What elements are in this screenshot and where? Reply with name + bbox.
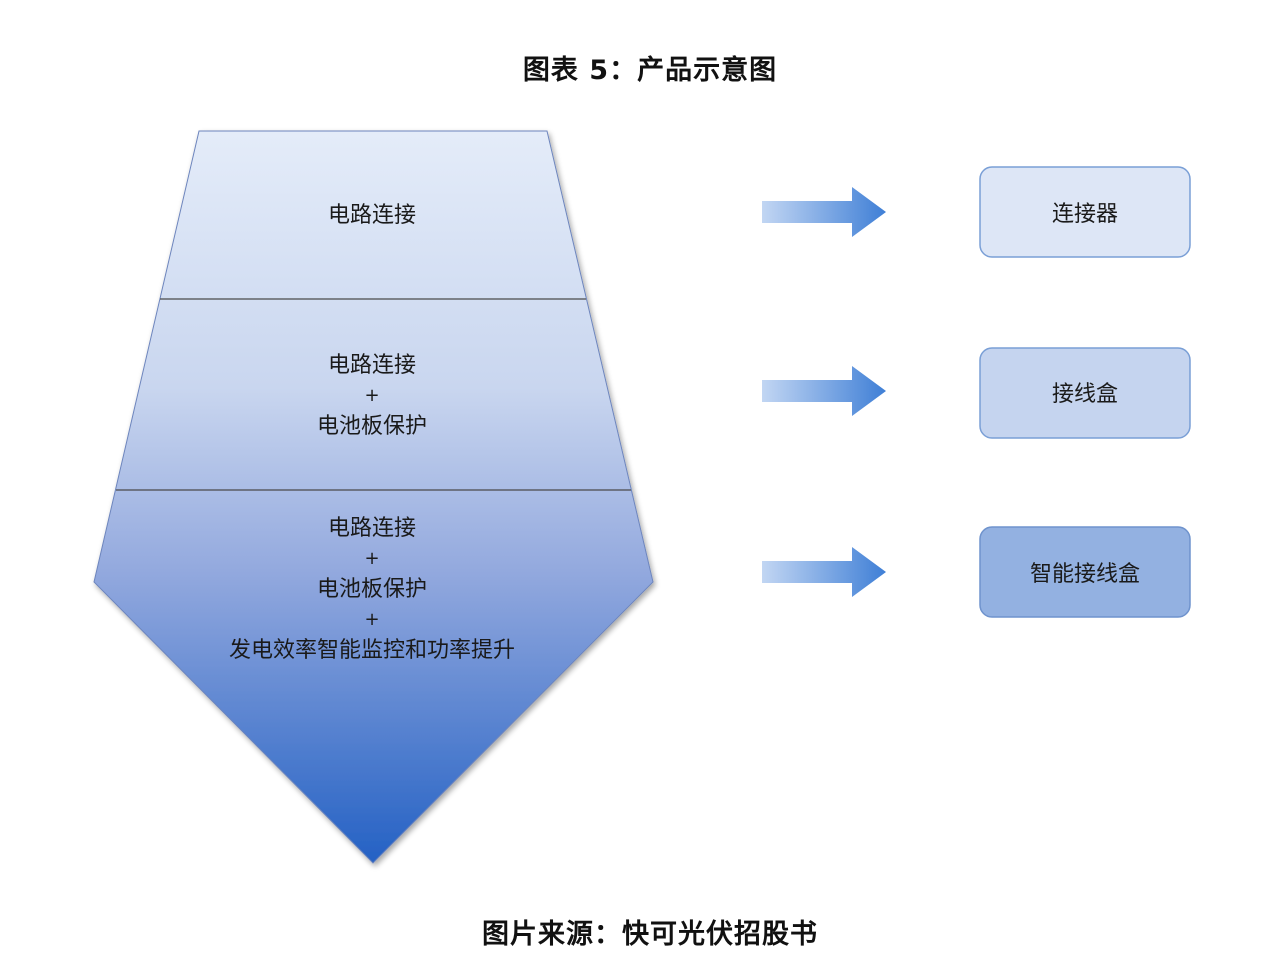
figure-title: 图表 5：产品示意图 bbox=[522, 55, 778, 86]
tier-3-line-3: 电池板保护 bbox=[317, 577, 427, 602]
tier-3-line-2: + bbox=[364, 548, 379, 569]
tier-2-line-1: 电路连接 bbox=[328, 353, 416, 378]
product-box-1 bbox=[979, 166, 1191, 258]
arrow-right-icon bbox=[762, 547, 886, 597]
tier-3-line-4: + bbox=[364, 609, 379, 630]
funnel bbox=[93, 130, 654, 864]
tier-1-line-1: 电路连接 bbox=[328, 203, 416, 228]
product-box-junction-box: 接线盒 bbox=[979, 347, 1191, 439]
arrow-right-icon bbox=[762, 366, 886, 416]
product-box-connector: 连接器 bbox=[979, 166, 1191, 258]
tier-2-line-2: + bbox=[364, 385, 379, 406]
product-diagram: 电路连接 电路连接 + 电池板保护 电路连接 + 电池板保护 + 发电效率智能监… bbox=[93, 130, 1191, 864]
funnel-tier-1: 电路连接 bbox=[328, 203, 416, 228]
product-box-smart-junction-box: 智能接线盒 bbox=[979, 526, 1191, 618]
tier-3-line-5: 发电效率智能监控和功率提升 bbox=[229, 638, 515, 663]
funnel-tier-3: 电路连接 + 电池板保护 + 发电效率智能监控和功率提升 bbox=[229, 516, 515, 663]
arrow-right-icon bbox=[762, 187, 886, 237]
product-label-1: 连接器 bbox=[1052, 202, 1118, 227]
product-box-3 bbox=[979, 526, 1191, 618]
product-label-3: 智能接线盒 bbox=[1030, 562, 1140, 587]
funnel-tier-2: 电路连接 + 电池板保护 bbox=[317, 353, 427, 439]
funnel-shape bbox=[93, 130, 654, 864]
figure-source: 图片来源：快可光伏招股书 bbox=[482, 919, 818, 950]
tier-2-line-3: 电池板保护 bbox=[317, 414, 427, 439]
product-label-2: 接线盒 bbox=[1052, 382, 1118, 407]
product-box-2 bbox=[979, 347, 1191, 439]
tier-3-line-1: 电路连接 bbox=[328, 516, 416, 541]
